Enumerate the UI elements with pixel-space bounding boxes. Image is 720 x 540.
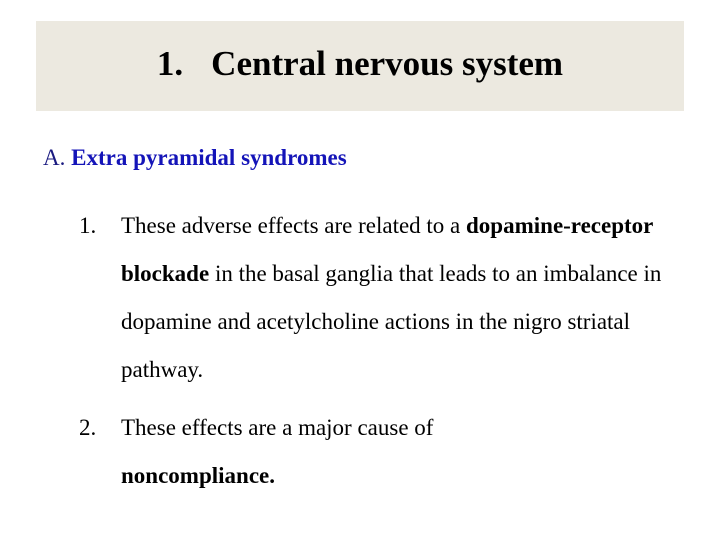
list-item-bold-text: noncompliance.: [121, 463, 275, 488]
list-item-bold-text: dopamine-receptor blockade: [121, 213, 653, 286]
list-item-number: 2.: [79, 415, 97, 440]
list-item-text: These adverse effects are related to a: [121, 213, 467, 238]
list-item-body: These adverse effects are related to a d…: [121, 202, 701, 394]
slide-title-number: 1.: [156, 44, 184, 83]
slide-title: 1. Central nervous system: [157, 44, 563, 84]
slide-title-text: Central nervous system: [211, 44, 564, 83]
list-item-text: in the basal ganglia that leads to an im…: [121, 261, 662, 382]
section-letter: A.: [43, 145, 66, 170]
list-item-number: 1.: [79, 213, 97, 238]
section-title: Extra pyramidal syndromes: [71, 145, 347, 170]
list-item: 2. These effects are a major cause of no…: [79, 404, 521, 500]
list-item: 1. These adverse effects are related to …: [79, 202, 701, 394]
title-band: 1. Central nervous system: [36, 21, 684, 111]
section-heading: A. Extra pyramidal syndromes: [43, 145, 347, 171]
list-item-body: These effects are a major cause of nonco…: [121, 404, 521, 500]
list-item-text: These effects are a major cause of: [121, 415, 434, 440]
